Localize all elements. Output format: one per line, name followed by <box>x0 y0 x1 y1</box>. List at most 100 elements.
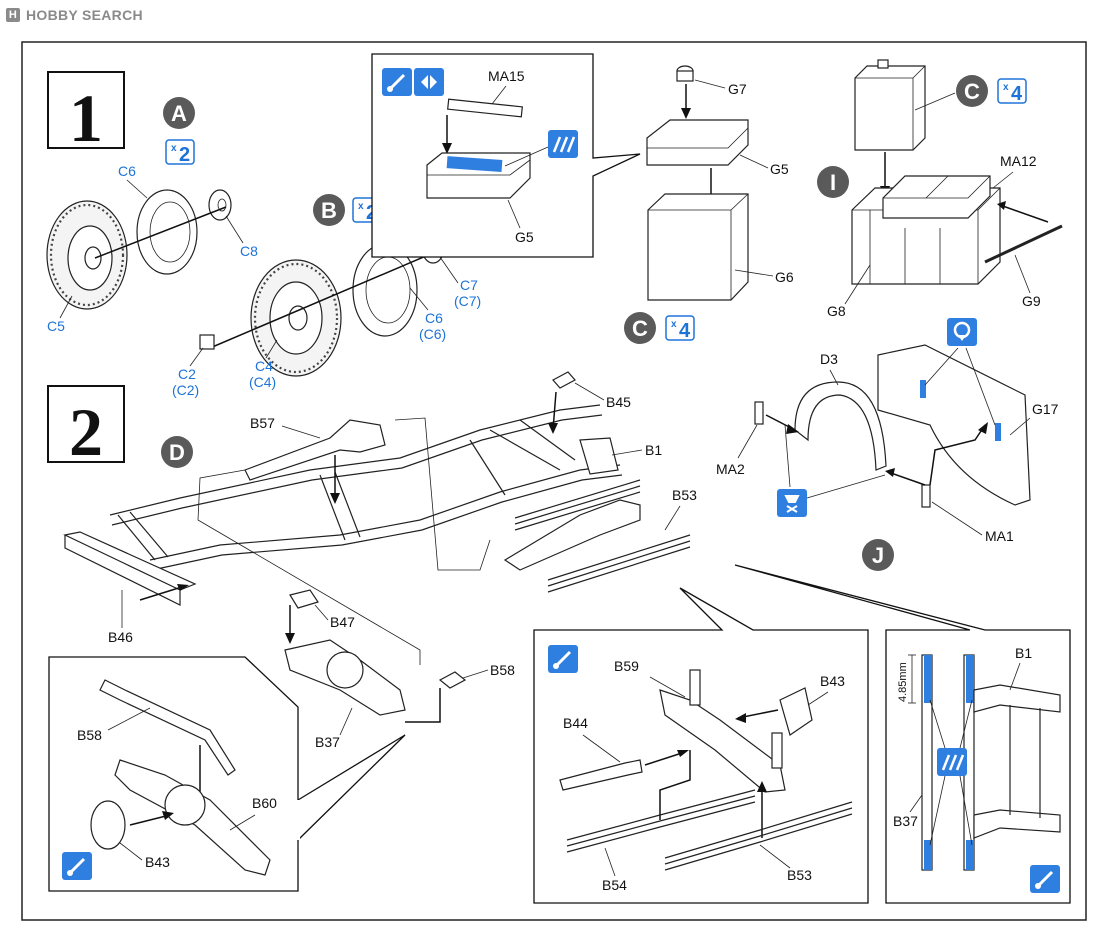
spring-b54 <box>566 789 756 853</box>
panel-g17 <box>877 344 1031 506</box>
wheel-a-inner-rim <box>136 189 198 275</box>
label-b37: B46 <box>108 629 133 645</box>
blue-mark-4 <box>966 840 974 870</box>
axle-b59-stud-2 <box>771 732 783 769</box>
rack-batteries <box>882 175 991 219</box>
label-b1-inset: B1 <box>1015 645 1032 661</box>
label-b60: B60 <box>252 795 277 811</box>
blue-mark-3 <box>924 840 932 870</box>
label-c2-alt: (C2) <box>172 382 199 398</box>
glue-icon-1-dot <box>387 86 393 92</box>
chassis-rail-left <box>109 404 601 516</box>
arrow-b45-head <box>548 423 558 434</box>
path-driveshaft <box>197 469 421 665</box>
label-c6-a: C6 <box>118 163 136 179</box>
wheel-b-assembly: C7 (C7) C6 (C6) C4 (C4) C2 (C2) <box>172 232 481 398</box>
chassis-rail-right-inner <box>151 474 623 571</box>
arrow-ma1-panel <box>929 424 986 486</box>
magnet-icon <box>947 318 977 346</box>
part-b47 <box>438 671 467 689</box>
battery-box-g6-edge <box>648 193 749 300</box>
wheel-a-hub <box>84 246 102 270</box>
label-g8: G8 <box>827 303 846 319</box>
path-axle-long <box>394 417 491 571</box>
magnet-icon-arrow <box>958 335 966 341</box>
subassembly-d-letter: D <box>169 440 185 465</box>
direction-icon <box>414 68 444 96</box>
tab-ma2 <box>754 401 764 425</box>
crossmember-b1 <box>973 684 1061 713</box>
inset-right: 4.85mm B1 B37 <box>734 564 1071 904</box>
fix-icon-symbol <box>784 495 800 513</box>
label-c6-b: C6 <box>425 310 443 326</box>
bracket-b45 <box>552 371 576 389</box>
label-b59: B59 <box>614 658 639 674</box>
blue-strap <box>446 156 503 172</box>
quantity-c-box-value: 4 <box>679 320 691 342</box>
subassembly-c-box-badge <box>624 312 656 344</box>
leader-b60 <box>229 814 256 831</box>
quantity-b-x: x <box>358 201 364 212</box>
leader-g7 <box>694 79 726 89</box>
wheel-b-axle-line <box>209 249 441 349</box>
leader-battery <box>914 92 956 111</box>
quantity-c-box-badge <box>665 315 695 341</box>
linkage-b58 <box>99 679 236 776</box>
axle-b59-stud <box>689 669 701 706</box>
wheel-a-inner-rim-lip <box>149 201 191 263</box>
watermark-logo-icon: H <box>6 8 20 22</box>
quantity-c-battery-value: 4 <box>1011 83 1023 105</box>
subassembly-c-box: C x 4 <box>624 312 695 344</box>
battery-rack-assembly: MA12 G8 G9 <box>827 59 1063 319</box>
bumper-b37 <box>63 531 197 606</box>
wheel-b-tread <box>253 262 339 374</box>
wheel-a-cap-center <box>217 198 227 212</box>
quantity-c-battery-badge <box>997 78 1027 104</box>
wheel-a-axle-line <box>94 206 227 259</box>
subassembly-b: B x 2 <box>313 194 382 226</box>
arrow-ma1-mudguard <box>887 471 926 486</box>
path-b47 <box>405 688 441 723</box>
direction-icon-symbol <box>421 75 437 89</box>
rack-g8-frame <box>852 187 1001 284</box>
wheel-b-nut <box>199 334 215 350</box>
step-2-box <box>47 385 125 463</box>
arrow-b57-down-head <box>330 493 340 504</box>
sheet-border <box>21 41 1087 921</box>
subassembly-b-badge <box>313 194 345 226</box>
label-b58: B37 <box>315 734 340 750</box>
glue-icon-2-dot <box>67 870 73 876</box>
quantity-a-badge <box>165 139 195 165</box>
arrow-b44 <box>644 751 686 766</box>
inset-left: B58 B60 B43 <box>48 656 406 892</box>
step-1-number: 1 <box>69 80 103 156</box>
step-2: 2 <box>47 385 125 470</box>
wheel-a-assembly: C6 C8 C5 <box>46 163 258 334</box>
label-b53-inset: B53 <box>787 867 812 883</box>
leader-c7 <box>439 256 459 284</box>
leader-b45 <box>574 382 605 401</box>
leader-c4 <box>265 339 278 359</box>
inset-center-callout <box>533 587 869 904</box>
arrow-g9 <box>999 204 1049 223</box>
arrow-b44-head <box>677 750 689 757</box>
label-ma1: MA1 <box>985 528 1014 544</box>
leader-b47 <box>462 669 489 679</box>
label-b47: B58 <box>490 662 515 678</box>
chassis-crossmember-3 <box>469 419 576 496</box>
quantity-c-box-x: x <box>671 319 677 330</box>
wheel-b-hub <box>288 305 308 331</box>
subassembly-a-letter: A <box>171 101 187 126</box>
leader-b43-inset <box>119 842 143 861</box>
dimension-label: 4.85mm <box>897 662 909 702</box>
subassembly-c-battery-badge <box>956 75 988 107</box>
inset-left-pointer-mask <box>296 800 300 840</box>
label-b58-inset: B58 <box>77 727 102 743</box>
leader-b58-inset <box>107 707 151 731</box>
label-b44: B44 <box>563 715 588 731</box>
label-b57: B57 <box>250 415 275 431</box>
battery-box-assembly: G7 G5 G6 <box>646 65 794 301</box>
paint-blue-icon-2-symbol <box>941 754 965 771</box>
subassembly-d: D <box>161 436 193 468</box>
